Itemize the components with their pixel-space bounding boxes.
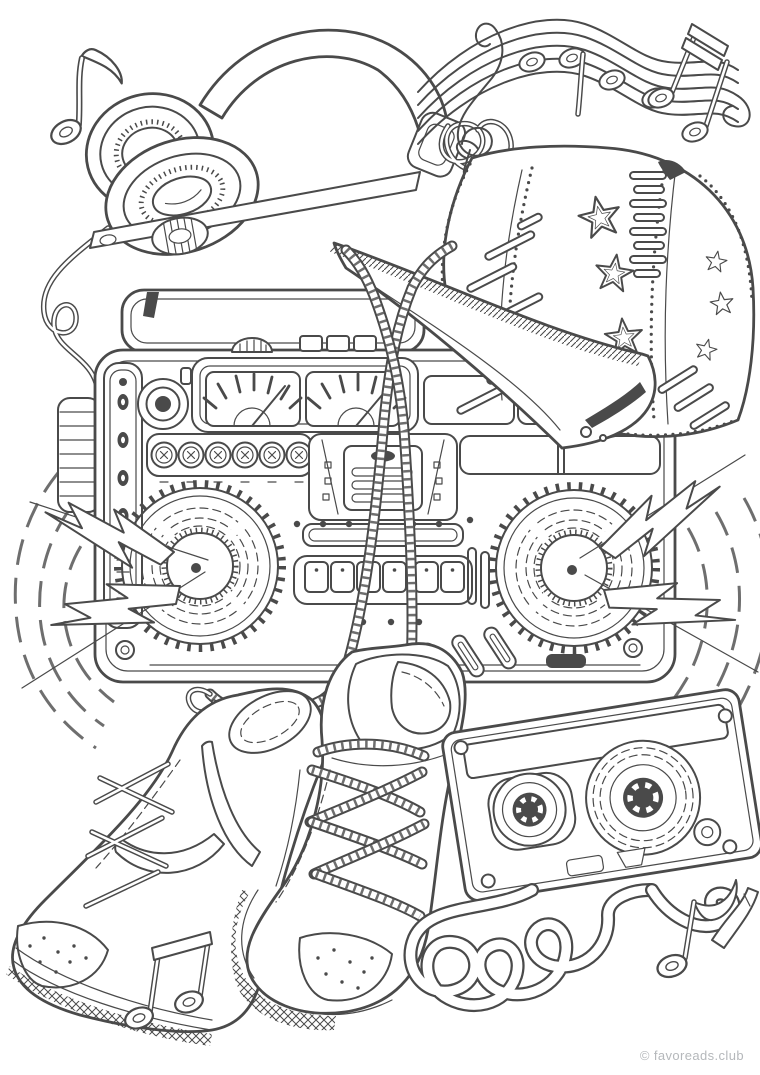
piano-keys	[293, 555, 473, 605]
watermark: © favoreads.club	[639, 1048, 744, 1063]
sneaker-front	[201, 642, 467, 1031]
yoke-barrel	[151, 216, 209, 256]
beamed-notes-bottom-left	[121, 931, 213, 1034]
right-speaker	[488, 482, 660, 654]
foot	[546, 654, 586, 668]
swoosh	[114, 833, 225, 874]
beamed-notes	[644, 23, 730, 146]
left-reel	[492, 772, 567, 847]
swoosh	[201, 740, 261, 867]
vu-meter-panel	[191, 357, 419, 433]
lace-crisscross	[304, 738, 430, 922]
lace-zigzag	[83, 761, 175, 909]
right-reel	[585, 739, 702, 856]
tape-ribbon	[403, 883, 759, 1012]
headband	[198, 28, 450, 162]
tuner-knob	[137, 367, 192, 430]
knob-row	[146, 433, 313, 483]
ribbon-curl	[722, 95, 751, 128]
lightning-bolts	[21, 454, 759, 689]
left-speaker	[114, 480, 286, 652]
collar-opening	[228, 690, 312, 754]
headphones	[40, 28, 514, 455]
toe-cap	[298, 932, 393, 1002]
treble-clef	[456, 29, 504, 157]
ribbon-fold	[711, 887, 759, 949]
heel-counter	[390, 661, 452, 735]
cassette-tape	[441, 688, 760, 902]
music-staff-ribbon	[417, 18, 751, 181]
eighth-note-bottom-right	[653, 879, 738, 982]
